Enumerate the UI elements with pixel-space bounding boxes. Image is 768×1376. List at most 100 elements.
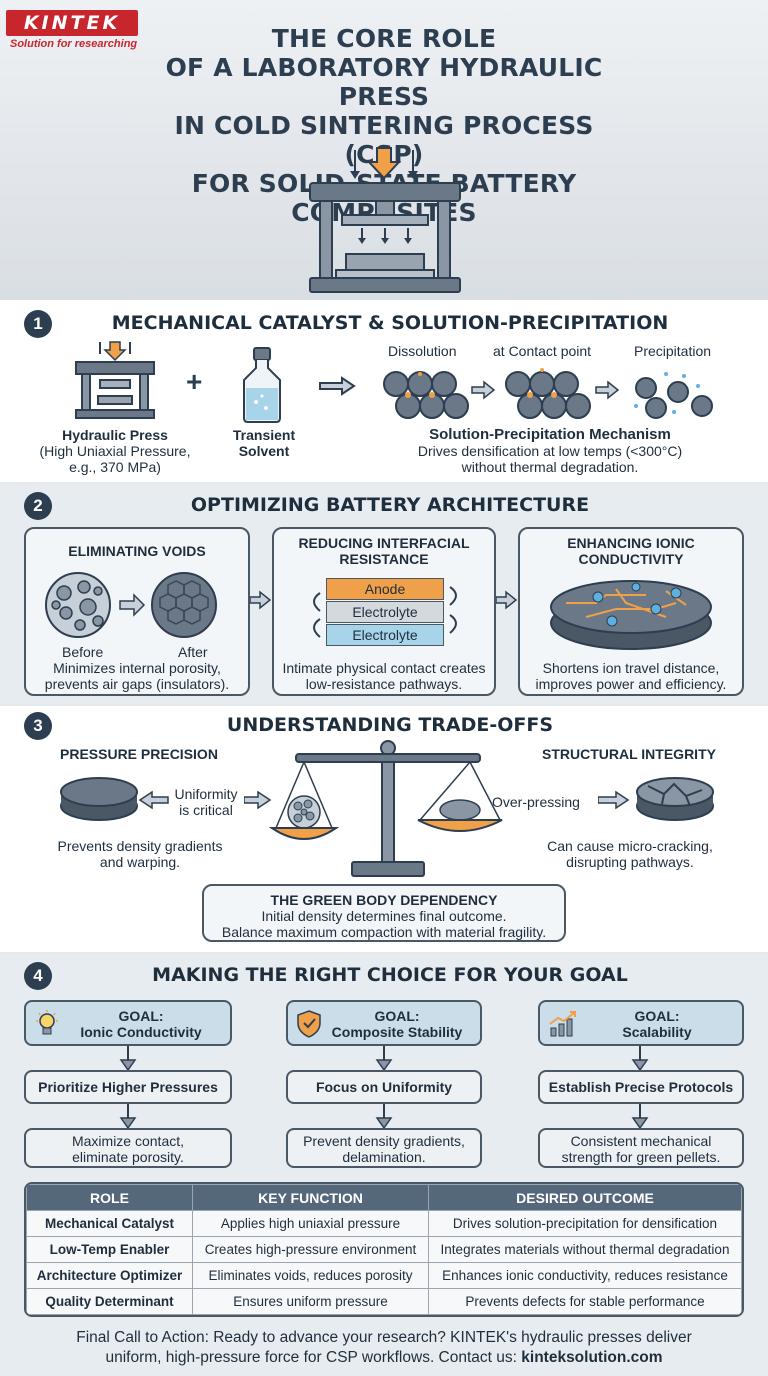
kintek-logo[interactable]: KINTEK Solution for researching bbox=[6, 10, 138, 54]
solvent-label-line: Transient bbox=[232, 427, 296, 443]
uniformity-line: Uniformity bbox=[174, 786, 238, 802]
arrow-right-icon bbox=[319, 376, 356, 396]
card-desc: Minimizes internal porosity, prevents ai… bbox=[26, 660, 248, 692]
goal-label-line: GOAL: bbox=[634, 1008, 680, 1024]
card-desc-line: Shortens ion travel distance, bbox=[542, 660, 720, 676]
table-cell: Integrates materials without thermal deg… bbox=[428, 1236, 742, 1263]
result-pill: Consistent mechanical strength for green… bbox=[538, 1128, 744, 1168]
left-desc-line: Prevents density gradients bbox=[57, 838, 223, 854]
voids-before-after-diagram bbox=[45, 572, 217, 638]
section-number-badge: 4 bbox=[24, 962, 52, 990]
result-pill: Maximize contact, eliminate porosity. bbox=[24, 1128, 232, 1168]
arrow-left-icon bbox=[138, 790, 169, 810]
left-desc: Prevents density gradients and warping. bbox=[40, 838, 240, 870]
layer-anode: Anode bbox=[326, 578, 444, 600]
solvent-label: Transient Solvent bbox=[214, 427, 314, 459]
pressure-precision-title: PRESSURE PRECISION bbox=[60, 746, 218, 762]
before-label: Before bbox=[62, 644, 104, 660]
section-number-badge: 2 bbox=[24, 492, 52, 520]
card-desc-line: prevents air gaps (insulators). bbox=[44, 676, 230, 692]
title-line: OF A LABORATORY HYDRAULIC PRESS bbox=[165, 53, 603, 111]
right-desc-line: disrupting pathways. bbox=[566, 854, 694, 870]
goal-card-scalability: GOAL: Scalability bbox=[538, 1000, 744, 1046]
call-to-action: Final Call to Action: Ready to advance y… bbox=[10, 1328, 758, 1368]
green-body-title: THE GREEN BODY DEPENDENCY bbox=[270, 892, 498, 908]
arrow-down-icon bbox=[375, 1104, 393, 1130]
table-row: Architecture Optimizer Eliminates voids,… bbox=[26, 1262, 742, 1289]
green-body-desc-line: Balance maximum compaction with material… bbox=[221, 924, 547, 940]
layer-electrolyte: Electrolyte bbox=[326, 601, 444, 623]
card-title: ENHANCING IONIC CONDUCTIVITY bbox=[520, 535, 742, 567]
structural-integrity-title: STRUCTURAL INTEGRITY bbox=[542, 746, 716, 762]
right-desc: Can cause micro-cracking, disrupting pat… bbox=[528, 838, 732, 870]
table-cell: Low-Temp Enabler bbox=[26, 1236, 193, 1263]
goal-card-composite-stability: GOAL: Composite Stability bbox=[286, 1000, 482, 1046]
table-row: Mechanical Catalyst Applies high uniaxia… bbox=[26, 1210, 742, 1237]
goal-label-line: GOAL: bbox=[374, 1008, 420, 1024]
arrow-down-icon bbox=[631, 1046, 649, 1072]
action-pill: Establish Precise Protocols bbox=[538, 1070, 744, 1104]
stage-label-contact: at Contact point bbox=[493, 343, 592, 359]
card-title: REDUCING INTERFACIAL RESISTANCE bbox=[274, 535, 494, 567]
goal-card-ionic-conductivity: GOAL: Ionic Conductivity bbox=[24, 1000, 232, 1046]
card-eliminating-voids: ELIMINATING VOIDS Before After Minimizes… bbox=[24, 527, 250, 696]
goal-label-line: Composite Stability bbox=[331, 1024, 463, 1040]
cta-text: uniform, high-pressure force for CSP wor… bbox=[105, 1349, 522, 1366]
card-desc-line: Intimate physical contact creates bbox=[282, 660, 486, 676]
mechanism-desc-line: without thermal degradation. bbox=[461, 459, 639, 475]
solution-precipitation-diagram bbox=[383, 368, 713, 419]
card-desc-line: low-resistance pathways. bbox=[305, 676, 463, 692]
solvent-bottle-icon bbox=[243, 347, 281, 423]
stage-label-dissolution: Dissolution bbox=[388, 343, 457, 359]
cta-line: Final Call to Action: Ready to advance y… bbox=[76, 1329, 692, 1346]
after-label: After bbox=[178, 644, 208, 660]
column-header: DESIRED OUTCOME bbox=[428, 1184, 742, 1211]
card-title-line: ENHANCING IONIC bbox=[567, 535, 695, 551]
table-cell: Quality Determinant bbox=[26, 1288, 193, 1315]
result-line: strength for green pellets. bbox=[561, 1149, 721, 1165]
card-title-line: CONDUCTIVITY bbox=[578, 551, 684, 567]
table-cell: Mechanical Catalyst bbox=[26, 1210, 193, 1237]
table-cell: Applies high uniaxial pressure bbox=[192, 1210, 429, 1237]
right-desc-line: Can cause micro-cracking, bbox=[547, 838, 713, 854]
cta-line: uniform, high-pressure force for CSP wor… bbox=[10, 1348, 758, 1368]
website-link[interactable]: kinteksolution.com bbox=[521, 1349, 663, 1366]
table-cell: Drives solution-precipitation for densif… bbox=[428, 1210, 742, 1237]
overpressing-label: Over-pressing bbox=[492, 794, 580, 810]
section-title: MAKING THE RIGHT CHOICE FOR YOUR GOAL bbox=[152, 964, 628, 986]
conductive-disc-illustration bbox=[550, 580, 712, 650]
result-line: Maximize contact, bbox=[71, 1133, 185, 1149]
result-line: eliminate porosity. bbox=[72, 1149, 184, 1165]
action-pill: Prioritize Higher Pressures bbox=[24, 1070, 232, 1104]
arrow-down-icon bbox=[119, 1104, 137, 1130]
shield-check-icon bbox=[297, 1010, 321, 1038]
table-cell: Prevents defects for stable performance bbox=[428, 1288, 742, 1315]
pellet-disc-icon bbox=[60, 777, 138, 821]
uniformity-note: Uniformity is critical bbox=[164, 786, 248, 818]
mechanism-desc-line: Drives densification at low temps (<300°… bbox=[417, 443, 683, 459]
mechanism-title: Solution-Precipitation Mechanism bbox=[429, 426, 671, 443]
table-header-row: ROLE KEY FUNCTION DESIRED OUTCOME bbox=[26, 1184, 742, 1211]
arrow-right-icon bbox=[496, 590, 518, 610]
result-line: Consistent mechanical bbox=[570, 1133, 712, 1149]
growth-chart-icon bbox=[549, 1011, 576, 1037]
hydraulic-press-hero-illustration bbox=[309, 147, 461, 293]
press-label-title: Hydraulic Press bbox=[62, 427, 168, 443]
card-desc: Shortens ion travel distance, improves p… bbox=[520, 660, 742, 692]
logo-tagline: Solution for researching bbox=[10, 38, 138, 50]
table-row: Quality Determinant Ensures uniform pres… bbox=[26, 1288, 742, 1315]
stage-label-precipitation: Precipitation bbox=[634, 343, 712, 359]
card-title-line: RESISTANCE bbox=[339, 551, 429, 567]
summary-table: ROLE KEY FUNCTION DESIRED OUTCOME Mechan… bbox=[26, 1184, 742, 1315]
small-press-icon bbox=[75, 341, 155, 419]
table-cell: Architecture Optimizer bbox=[26, 1262, 193, 1289]
table-row: Low-Temp Enabler Creates high-pressure e… bbox=[26, 1236, 742, 1263]
column-header: ROLE bbox=[26, 1184, 193, 1211]
plus-sign: + bbox=[186, 366, 203, 397]
result-line: delamination. bbox=[342, 1149, 426, 1165]
result-line: Prevent density gradients, bbox=[303, 1133, 465, 1149]
arrow-right-icon bbox=[598, 790, 630, 810]
press-label-line: e.g., 370 MPa) bbox=[69, 459, 161, 475]
press-label: Hydraulic Press (High Uniaxial Pressure,… bbox=[20, 427, 210, 475]
table-cell: Creates high-pressure environment bbox=[192, 1236, 429, 1263]
